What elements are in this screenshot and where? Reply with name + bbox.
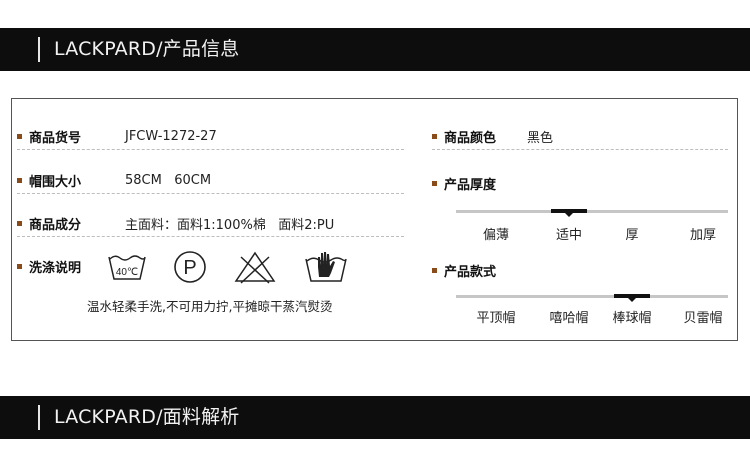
banner-divider — [38, 37, 40, 62]
thickness-marker — [551, 209, 587, 217]
bullet-icon — [17, 177, 22, 183]
fabric-analysis-banner: LACKPARD/面料解析 — [0, 396, 750, 439]
fabric-analysis-title: LACKPARD/面料解析 — [54, 406, 240, 428]
material-row: 商品成分 主面料：面料1:100%棉 面料2:PU — [17, 214, 335, 233]
product-info-title: LACKPARD/产品信息 — [54, 38, 240, 60]
style-option: 棒球帽 — [612, 311, 652, 326]
no-bleach-icon — [234, 251, 276, 284]
bullet-icon — [432, 267, 437, 273]
divider — [432, 149, 728, 150]
style-scale — [456, 294, 728, 302]
sku-row: 商品货号 JFCW-1272-27 — [17, 127, 217, 146]
care-note: 温水轻柔手洗,不可用力拧,平摊晾干蒸汽熨烫 — [87, 299, 333, 314]
dry-clean-p-icon: P — [174, 251, 206, 283]
color-value: 黑色 — [527, 130, 554, 146]
bullet-icon — [432, 180, 437, 186]
thickness-row: 产品厚度 — [432, 174, 520, 193]
product-info-panel: 商品货号 JFCW-1272-27 帽围大小 58CM 60CM 商品成分 主面… — [11, 98, 738, 341]
thickness-option: 厚 — [625, 228, 639, 243]
divider — [17, 193, 404, 194]
color-row: 商品颜色 黑色 — [432, 127, 554, 146]
thickness-option: 偏薄 — [482, 228, 510, 243]
style-label: 产品款式 — [444, 264, 497, 280]
thickness-options: 偏薄 适中 厚 加厚 — [456, 224, 728, 243]
thickness-option: 适中 — [555, 228, 583, 243]
care-label: 洗涤说明 — [29, 260, 82, 276]
wash-40-icon: 40℃ — [108, 255, 146, 280]
size-value: 58CM 60CM — [125, 172, 212, 188]
sku-label: 商品货号 — [29, 130, 82, 146]
care-row: 洗涤说明 — [17, 257, 105, 276]
banner-divider — [38, 405, 40, 430]
divider — [17, 149, 404, 150]
style-option: 贝雷帽 — [683, 311, 723, 326]
thickness-label: 产品厚度 — [444, 177, 497, 193]
bullet-icon — [432, 133, 437, 139]
bullet-icon — [17, 133, 22, 139]
bullet-icon — [17, 263, 22, 269]
material-label: 商品成分 — [29, 217, 82, 233]
hand-wash-icon — [305, 252, 347, 282]
product-info-banner: LACKPARD/产品信息 — [0, 28, 750, 71]
color-label: 商品颜色 — [444, 130, 497, 146]
sku-value: JFCW-1272-27 — [125, 128, 217, 144]
style-option: 平顶帽 — [476, 311, 516, 326]
thickness-option: 加厚 — [689, 228, 717, 243]
thickness-scale — [456, 209, 728, 217]
style-marker — [614, 294, 650, 302]
dryclean-letter: P — [183, 257, 196, 279]
style-row: 产品款式 — [432, 261, 520, 280]
material-value: 主面料：面料1:100%棉 面料2:PU — [125, 217, 335, 233]
style-option: 嘻哈帽 — [549, 311, 589, 326]
bullet-icon — [17, 220, 22, 226]
divider — [17, 236, 404, 237]
size-label: 帽围大小 — [29, 174, 82, 190]
wash-temp: 40℃ — [116, 267, 138, 278]
size-row: 帽围大小 58CM 60CM — [17, 171, 212, 190]
style-options: 平顶帽 嘻哈帽 棒球帽 贝雷帽 — [456, 307, 728, 326]
